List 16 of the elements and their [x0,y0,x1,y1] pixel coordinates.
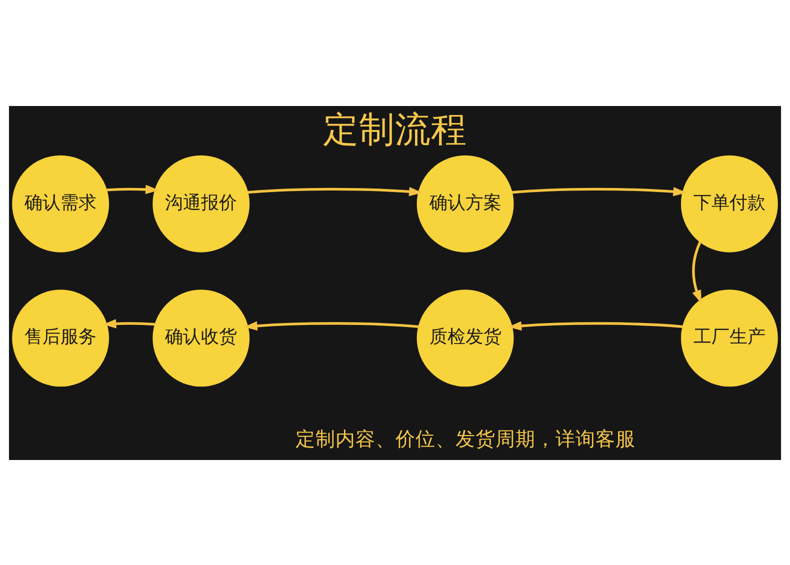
arrow [692,241,702,304]
arrow [512,186,687,196]
node-circle: 确认需求 [12,154,110,252]
arrow [508,320,683,330]
arrow [106,184,159,194]
arrow [248,186,422,196]
arrow [102,318,155,328]
caption: 定制内容、价位、发货周期，详询客服 [295,426,636,450]
diagram-title: 定制流程 [323,109,467,150]
node-circle: 下单付款 [680,154,778,252]
arrow [244,320,419,330]
node-circle: 确认方案 [416,154,514,252]
node-circle: 售后服务 [12,289,110,386]
node-circle: 沟通报价 [152,154,250,252]
node-circle: 质检发货 [416,289,514,386]
node-circle: 确认收货 [152,289,250,386]
